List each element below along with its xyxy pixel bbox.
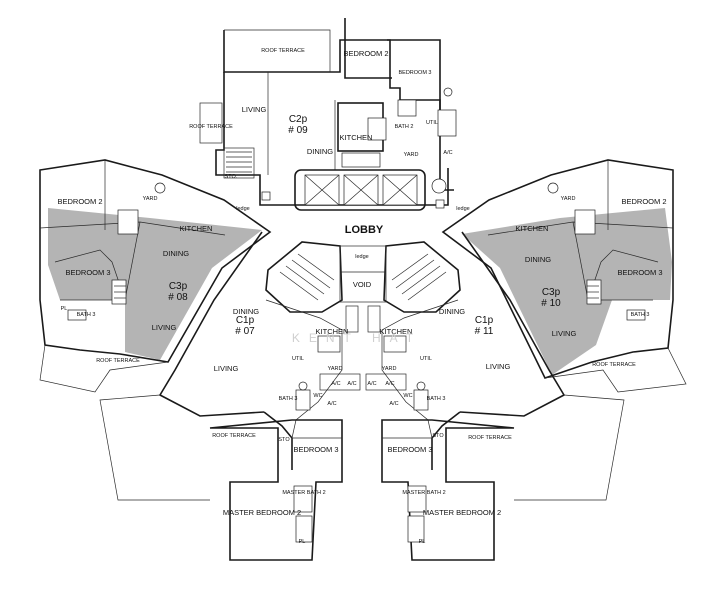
- c3p-left-roof-terrace: ROOF TERRACE: [96, 358, 140, 364]
- c3p-left-dining: DINING: [163, 249, 189, 258]
- c1p-right-bath: BATH 3: [427, 396, 446, 402]
- c3p-left-yard: YARD: [143, 196, 158, 202]
- c1p-right-yard: YARD: [382, 366, 397, 372]
- c1p-right-dining: DINING: [439, 307, 465, 316]
- c1p-left-wc: WC: [313, 393, 322, 399]
- c1p-right-living: LIVING: [486, 362, 511, 371]
- unit-c1p-right: DINING C1p # 11 KITCHEN LIVING UTIL YARD…: [380, 231, 625, 561]
- c1p-right-master-bath: MASTER BATH 2: [402, 490, 445, 496]
- c1p-right-pl: PL: [419, 539, 426, 545]
- ledge-right: ledge: [456, 206, 469, 212]
- c3p-right-bedroom2: BEDROOM 2: [621, 197, 666, 206]
- c2p-ac: A/C: [443, 150, 452, 156]
- c3p-right-bath: BATH 3: [631, 312, 650, 318]
- c1p-left-kitchen: KITCHEN: [316, 327, 349, 336]
- c3p-right-bedroom3: BEDROOM 3: [617, 268, 662, 277]
- c2p-bedroom2: BEDROOM 2: [343, 49, 388, 58]
- c1p-right-ac: A/C: [389, 401, 398, 407]
- c3p-right-shading: [462, 208, 672, 375]
- c1p-left-name: C1p: [236, 315, 255, 326]
- c3p-left-bedroom3: BEDROOM 3: [65, 268, 110, 277]
- c1p-left-yard: YARD: [328, 366, 343, 372]
- ledge-top: ledge: [355, 254, 368, 260]
- c3p-right-number: # 10: [541, 298, 561, 309]
- unit-c3p-right: BEDROOM 2 YARD KITCHEN BEDROOM 3 DINING …: [441, 159, 687, 393]
- c2p-yard: YARD: [404, 152, 419, 158]
- c1p-left-master-bath: MASTER BATH 2: [282, 490, 325, 496]
- c2p-bath: BATH 2: [395, 124, 414, 130]
- unit-c3p-left: BEDROOM 2 YARD KITCHEN BEDROOM 3 DINING …: [39, 159, 272, 393]
- c2p-util: UTIL: [426, 120, 438, 126]
- c2p-name: C2p: [289, 114, 308, 125]
- unit-c2p: ROOF TERRACE BEDROOM 2 BEDROOM 3 LIVING …: [189, 18, 457, 206]
- center-ac-3: A/C: [367, 381, 376, 387]
- c1p-left-bedroom3: BEDROOM 3: [293, 445, 338, 454]
- c1p-right-name: C1p: [475, 315, 494, 326]
- c1p-right-number: # 11: [475, 326, 494, 337]
- c2p-sto: STO.: [225, 174, 238, 180]
- c2p-number: # 09: [288, 125, 308, 136]
- c3p-left-shading: [48, 208, 262, 360]
- c2p-bedroom3: BEDROOM 3: [398, 70, 431, 76]
- c1p-right-wc: WC: [403, 393, 412, 399]
- unit-c1p-left: DINING C1p # 07 KITCHEN LIVING UTIL YARD…: [99, 231, 349, 561]
- c3p-left-pl: PL: [61, 306, 68, 312]
- c1p-right-kitchen: KITCHEN: [380, 327, 413, 336]
- c3p-left-bedroom2: BEDROOM 2: [57, 197, 102, 206]
- c1p-left-sto: STO: [278, 437, 290, 443]
- c3p-left-name: C3p: [169, 281, 188, 292]
- center-ac-2: A/C: [347, 381, 356, 387]
- c1p-left-master-bedroom: MASTER BEDROOM 2: [223, 508, 301, 517]
- c3p-left-number: # 08: [168, 292, 188, 303]
- center-ac-4: A/C: [385, 381, 394, 387]
- c1p-left-roof-terrace: ROOF TERRACE: [212, 433, 256, 439]
- c2p-roof-terrace-left: ROOF TERRACE: [189, 124, 233, 130]
- c3p-right-name: C3p: [542, 287, 561, 298]
- ledge-left: ledge: [236, 206, 249, 212]
- c1p-left-dining: DINING: [233, 307, 259, 316]
- c1p-right-master-bedroom: MASTER BEDROOM 2: [423, 508, 501, 517]
- c3p-right-living: LIVING: [552, 329, 577, 338]
- center-ac-1: A/C: [331, 381, 340, 387]
- c1p-left-bath: BATH 3: [279, 396, 298, 402]
- c2p-roof-terrace-top: ROOF TERRACE: [261, 48, 305, 54]
- c3p-left-living: LIVING: [152, 323, 177, 332]
- c1p-right-sto: STO: [432, 433, 444, 439]
- watermark: KENT HAT: [292, 331, 422, 345]
- c3p-left-bath: BATH 3: [77, 312, 96, 318]
- c1p-left-living: LIVING: [214, 364, 239, 373]
- c1p-right-bedroom3: BEDROOM 3: [387, 445, 432, 454]
- c1p-left-pl: PL: [299, 539, 306, 545]
- c3p-right-yard: YARD: [561, 196, 576, 202]
- lobby-label: LOBBY: [345, 224, 384, 236]
- c3p-left-kitchen: KITCHEN: [180, 224, 213, 233]
- c1p-right-util: UTIL: [420, 356, 432, 362]
- central-core: [265, 241, 461, 391]
- void-label: VOID: [353, 280, 372, 289]
- c2p-living: LIVING: [242, 105, 267, 114]
- c2p-stair: [223, 147, 255, 179]
- c3p-right-kitchen: KITCHEN: [516, 224, 549, 233]
- c3p-right-roof-terrace: ROOF TERRACE: [592, 362, 636, 368]
- c1p-left-number: # 07: [235, 326, 255, 337]
- lift-core: [261, 169, 447, 211]
- stair-left-treads: [279, 253, 335, 301]
- c1p-right-roof-terrace: ROOF TERRACE: [468, 435, 512, 441]
- c1p-left-ac: A/C: [327, 401, 336, 407]
- c2p-dining: DINING: [307, 147, 333, 156]
- c3p-right-dining: DINING: [525, 255, 551, 264]
- stair-right-treads: [391, 253, 447, 301]
- c1p-left-util: UTIL: [292, 356, 304, 362]
- c2p-kitchen: KITCHEN: [340, 133, 373, 142]
